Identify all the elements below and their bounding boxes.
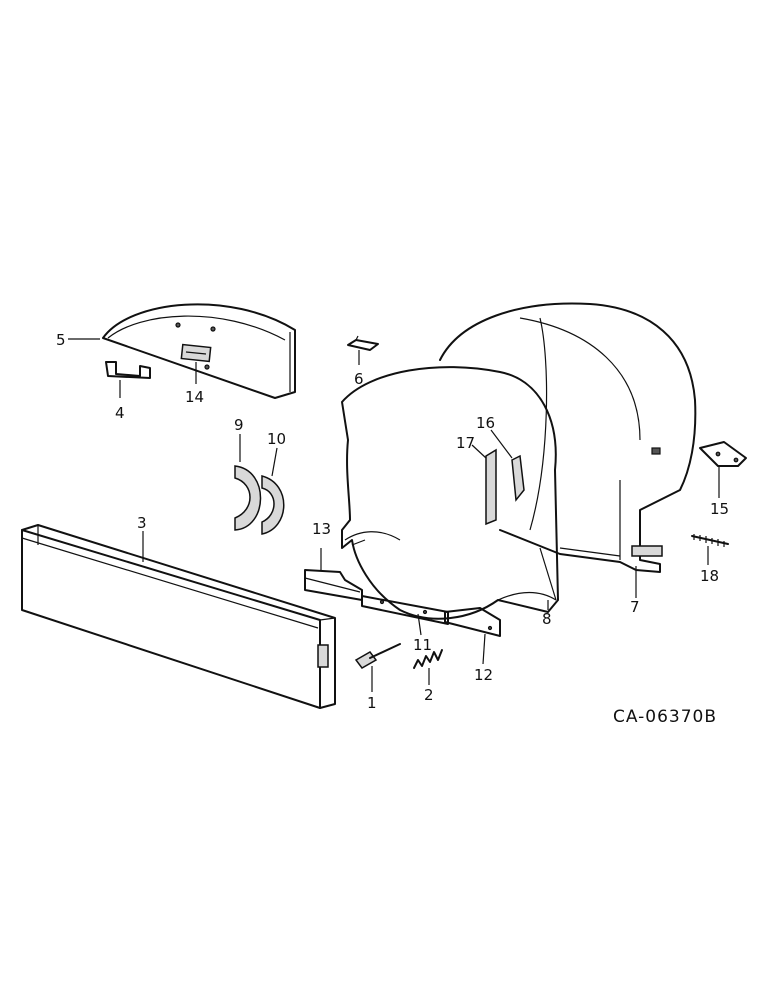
callout-17: 17 [456,434,475,452]
part-6-clip [347,335,379,351]
callout-13: 13 [312,520,331,538]
callout-4: 4 [115,404,125,422]
leader-lines [68,338,720,692]
part-17-baffle [485,448,497,526]
callout-2: 2 [424,686,434,704]
part-14-decal [180,343,212,363]
part-3-panel [21,524,336,709]
callout-9: 9 [234,416,244,434]
callout-5: 5 [56,331,66,349]
callout-11: 11 [413,636,432,654]
callout-6: 6 [354,370,364,388]
part-12-strip [444,607,501,637]
part-1-fastener [354,643,401,669]
callout-1: 1 [367,694,377,712]
part-4-strap [105,361,151,379]
drawing-code: CA-06370B [613,707,717,727]
part-11-strip [361,595,449,625]
callout-3: 3 [137,514,147,532]
callout-8: 8 [542,610,552,628]
callout-labels: 1 2 3 4 5 6 7 8 9 10 11 12 13 14 15 16 1… [56,331,729,712]
callout-14: 14 [185,388,204,406]
callout-16: 16 [476,414,495,432]
callout-7: 7 [630,598,640,616]
part-10-liner-segment [261,475,285,535]
callout-18: 18 [700,567,719,585]
part-8-front-shroud [341,366,559,620]
part-2-spring [413,649,443,669]
part-18-pin [691,534,729,547]
part-9-liner-segment [234,465,262,531]
part-13-strip [304,569,363,601]
callout-10: 10 [267,430,286,448]
part-16-baffle [511,454,525,502]
callout-12: 12 [474,666,493,684]
part-15-bracket [699,441,747,467]
callout-15: 15 [710,500,729,518]
part-7-rear-shroud [439,302,697,573]
part-5-half-round-shield [102,303,296,399]
